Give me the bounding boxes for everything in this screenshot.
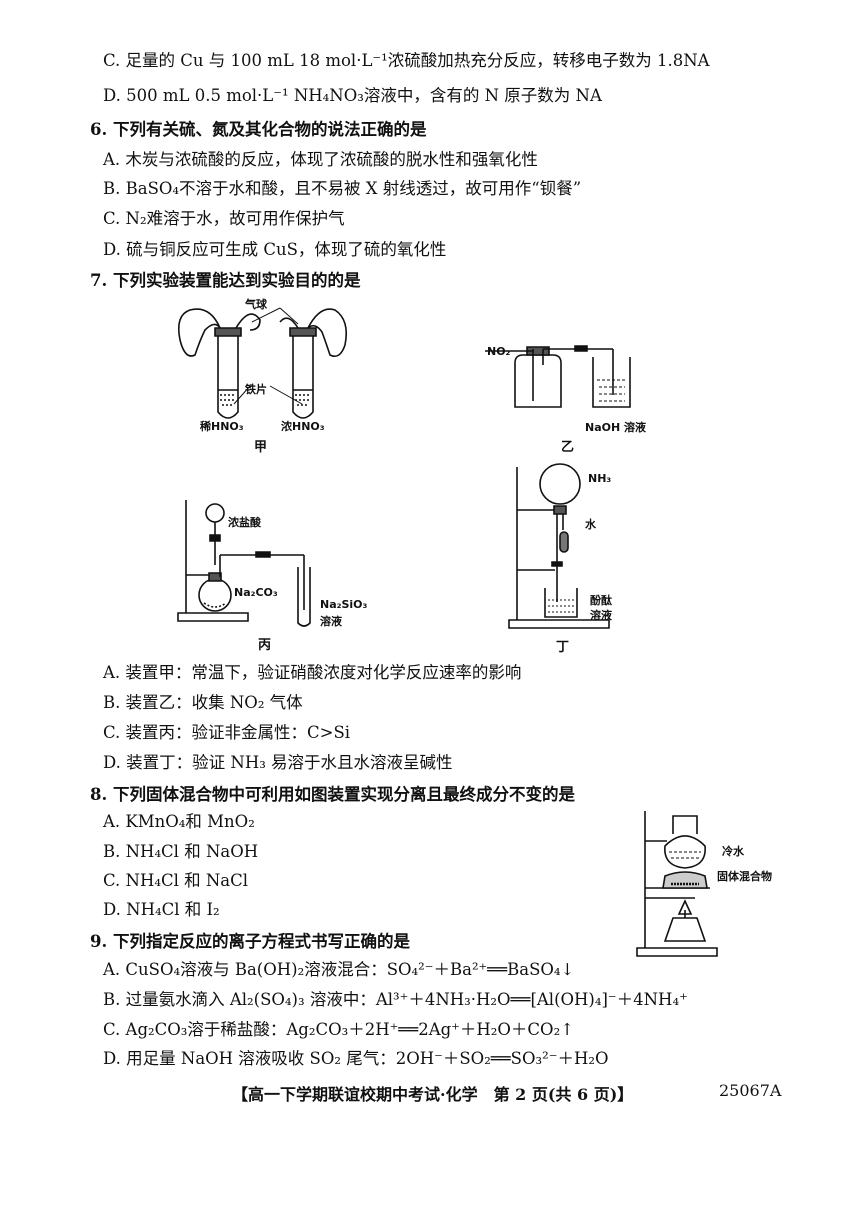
fig-jia-conc-label: 浓HNO₃: [281, 420, 325, 433]
fig-ding-ammonia-label: NH₃: [588, 472, 612, 485]
q7-option-a: A. 装置甲：常温下，验证硝酸浓度对化学反应速率的影响: [103, 663, 522, 682]
q6-option-d: D. 硫与铜反应可生成 CuS，体现了硫的氧化性: [103, 240, 447, 259]
fig-jia-caption: 甲: [254, 440, 268, 455]
paper-code: 25067A: [719, 1081, 782, 1100]
fig-yi-caption: 乙: [561, 440, 575, 455]
q9-stem: 9. 下列指定反应的离子方程式书写正确的是: [90, 932, 410, 951]
fig-yi-solution-label: NaOH 溶液: [585, 421, 647, 434]
fig-bing-silicate-label: Na₂SiO₃: [320, 598, 368, 611]
q9-option-b: B. 过量氨水滴入 Al₂(SO₄)₃ 溶液中：Al³⁺＋4NH₃·H₂O══[…: [103, 990, 688, 1009]
fig-q8-solid-label: 固体混合物: [717, 870, 772, 883]
fig-jia-dilute-label: 稀HNO₃: [200, 420, 244, 433]
fig-bing-carbonate-label: Na₂CO₃: [234, 586, 278, 599]
q6-option-c: C. N₂难溶于水，故可用作保护气: [103, 209, 345, 228]
q9-option-c: C. Ag₂CO₃溶于稀盐酸：Ag₂CO₃＋2H⁺══2Ag⁺＋H₂O＋CO₂↑: [103, 1020, 575, 1039]
q8-option-d: D. NH₄Cl 和 I₂: [103, 900, 220, 919]
q9-option-a: A. CuSO₄溶液与 Ba(OH)₂溶液混合：SO₄²⁻＋Ba²⁺══BaSO…: [103, 960, 575, 979]
fig-yi-gas-label: NO₂: [487, 345, 511, 358]
fig-ding-water-label: 水: [585, 518, 596, 531]
q8-option-b: B. NH₄Cl 和 NaOH: [103, 842, 259, 861]
fig-ding-phenol-label: 酚酞: [590, 594, 612, 607]
fig-yi-apparatus: [485, 335, 635, 420]
fig-ding-phenol2-label: 溶液: [590, 609, 612, 622]
fig-q8-sublimation-apparatus: [635, 806, 725, 961]
fig-bing-silicate2-label: 溶液: [320, 615, 342, 628]
fig-q8-cold-water-label: 冷水: [722, 845, 744, 858]
q5-option-d: D. 500 mL 0.5 mol·L⁻¹ NH₄NO₃溶液中，含有的 N 原子…: [103, 86, 602, 105]
q7-option-d: D. 装置丁：验证 NH₃ 易溶于水且水溶液呈碱性: [103, 753, 453, 772]
q8-option-a: A. KMnO₄和 MnO₂: [103, 812, 255, 831]
q6-option-a: A. 木炭与浓硫酸的反应，体现了浓硫酸的脱水性和强氧化性: [103, 150, 538, 169]
fig-ding-caption: 丁: [556, 640, 570, 655]
q8-option-c: C. NH₄Cl 和 NaCl: [103, 871, 249, 890]
q6-option-b: B. BaSO₄不溶于水和酸，且不易被 X 射线透过，故可用作“钡餐”: [103, 179, 582, 198]
fig-ding-apparatus: [505, 462, 635, 632]
fig-jia-balloon-label: 气球: [245, 298, 267, 311]
q7-option-b: B. 装置乙：收集 NO₂ 气体: [103, 693, 303, 712]
q7-stem: 7. 下列实验装置能达到实验目的的是: [90, 271, 361, 290]
q7-option-c: C. 装置丙：验证非金属性：C>Si: [103, 723, 351, 742]
q5-option-c: C. 足量的 Cu 与 100 mL 18 mol·L⁻¹浓硫酸加热充分反应，转…: [103, 51, 710, 70]
q6-stem: 6. 下列有关硫、氮及其化合物的说法正确的是: [90, 120, 427, 139]
q9-option-d: D. 用足量 NaOH 溶液吸收 SO₂ 尾气：2OH⁻＋SO₂══SO₃²⁻＋…: [103, 1049, 609, 1068]
fig-bing-apparatus: [170, 495, 340, 630]
fig-jia-apparatus: [170, 300, 370, 430]
fig-bing-acid-label: 浓盐酸: [228, 516, 261, 529]
q8-stem: 8. 下列固体混合物中可利用如图装置实现分离且最终成分不变的是: [90, 785, 575, 804]
fig-jia-iron-label: 铁片: [245, 383, 267, 396]
fig-bing-caption: 丙: [258, 638, 272, 653]
page-footer: 【高一下学期联谊校期中考试·化学 第 2 页(共 6 页)】: [232, 1085, 634, 1104]
